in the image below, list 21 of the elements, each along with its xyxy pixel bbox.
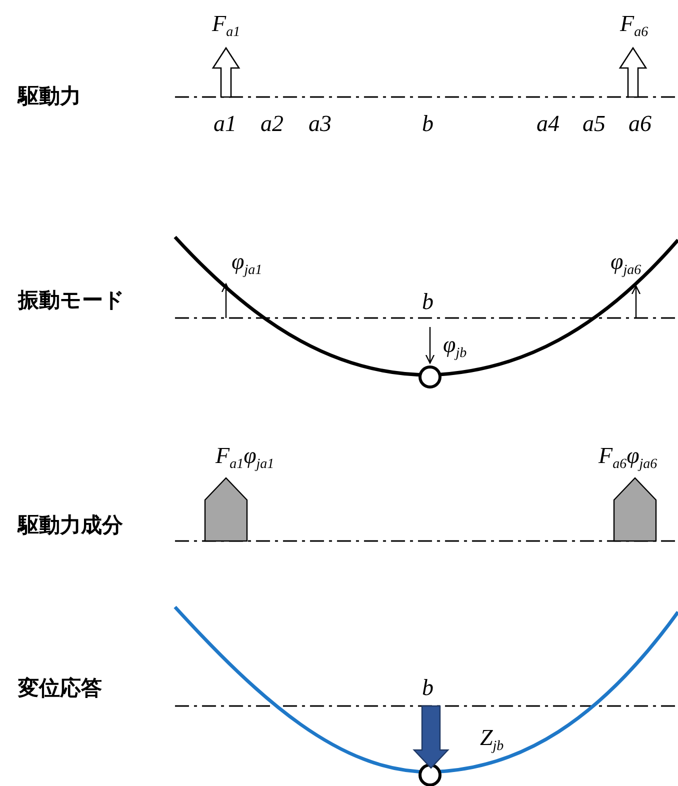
symbol-label: Z$_{jb}$ — [480, 726, 504, 754]
symbol-label: F$_{a1}$φ$_{ja1}$ — [216, 444, 274, 472]
row-label: 駆動力成分 — [18, 515, 123, 536]
symbol-label: a2 — [260, 112, 284, 135]
symbol-label: a4 — [536, 112, 560, 135]
symbol-label: b — [422, 676, 434, 699]
symbol-label: b — [422, 290, 434, 313]
row-label: 振動モード — [18, 290, 125, 311]
symbol-label: a3 — [308, 112, 332, 135]
symbol-label: F$_{a1}$ — [212, 12, 240, 40]
symbol-label: a5 — [582, 112, 606, 135]
symbol-label: F$_{a6}$ — [620, 12, 648, 40]
symbol-label: φ$_{jb}$ — [443, 333, 467, 361]
symbol-label: b — [422, 112, 434, 135]
symbol-label: φ$_{ja1}$ — [232, 250, 262, 278]
symbol-label: a6 — [628, 112, 652, 135]
row-label: 駆動力 — [18, 86, 81, 107]
symbol-label: a1 — [214, 112, 236, 135]
symbol-label: F$_{a6}$φ$_{ja6}$ — [598, 444, 658, 472]
symbol-label: φ$_{ja6}$ — [610, 250, 642, 278]
row-label: 変位応答 — [18, 678, 102, 699]
